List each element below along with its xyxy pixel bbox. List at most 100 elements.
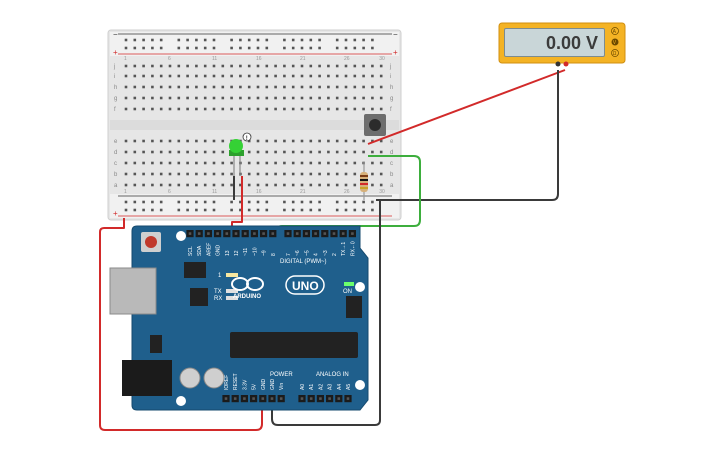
rail-hole[interactable] xyxy=(371,38,374,42)
rail-hole[interactable] xyxy=(230,46,233,50)
breadboard-hole[interactable] xyxy=(379,183,383,187)
rail-hole[interactable] xyxy=(230,200,233,204)
breadboard-hole[interactable] xyxy=(247,74,251,78)
breadboard-hole[interactable] xyxy=(212,107,216,111)
rail-hole[interactable] xyxy=(212,208,216,212)
rail-hole[interactable] xyxy=(291,208,295,212)
breadboard-hole[interactable] xyxy=(159,64,163,68)
breadboard-hole[interactable] xyxy=(309,85,313,89)
breadboard-hole[interactable] xyxy=(309,74,313,78)
breadboard-hole[interactable] xyxy=(247,150,251,154)
breadboard-hole[interactable] xyxy=(291,172,295,176)
breadboard-hole[interactable] xyxy=(159,74,163,78)
rail-hole[interactable] xyxy=(203,46,207,50)
breadboard-hole[interactable] xyxy=(379,64,383,68)
breadboard-hole[interactable] xyxy=(221,74,225,78)
breadboard-hole[interactable] xyxy=(133,183,137,187)
breadboard-hole[interactable] xyxy=(265,150,269,154)
breadboard-hole[interactable] xyxy=(371,172,374,176)
breadboard-hole[interactable] xyxy=(159,107,163,111)
breadboard-hole[interactable] xyxy=(177,64,181,68)
breadboard-hole[interactable] xyxy=(151,74,154,78)
breadboard-hole[interactable] xyxy=(168,107,172,111)
breadboard-hole[interactable] xyxy=(203,64,207,68)
breadboard-hole[interactable] xyxy=(353,64,357,68)
breadboard-hole[interactable] xyxy=(291,96,295,100)
breadboard-hole[interactable] xyxy=(265,139,269,143)
breadboard-hole[interactable] xyxy=(221,139,225,143)
breadboard-hole[interactable] xyxy=(344,107,348,111)
breadboard-hole[interactable] xyxy=(291,64,295,68)
rail-hole[interactable] xyxy=(353,46,357,50)
breadboard-hole[interactable] xyxy=(142,183,145,187)
breadboard-hole[interactable] xyxy=(353,139,357,143)
breadboard-hole[interactable] xyxy=(327,183,330,187)
breadboard-hole[interactable] xyxy=(151,96,154,100)
breadboard-hole[interactable] xyxy=(151,161,154,165)
rail-hole[interactable] xyxy=(203,38,207,42)
breadboard-hole[interactable] xyxy=(230,183,233,187)
breadboard-hole[interactable] xyxy=(309,161,313,165)
breadboard-hole[interactable] xyxy=(168,150,172,154)
breadboard-hole[interactable] xyxy=(362,150,365,154)
breadboard-hole[interactable] xyxy=(195,96,198,100)
breadboard-hole[interactable] xyxy=(142,64,145,68)
breadboard-hole[interactable] xyxy=(221,150,225,154)
breadboard-hole[interactable] xyxy=(168,96,172,100)
resistor[interactable] xyxy=(360,162,368,200)
rail-hole[interactable] xyxy=(309,38,313,42)
breadboard-hole[interactable] xyxy=(283,85,286,89)
rail-hole[interactable] xyxy=(159,38,163,42)
breadboard-hole[interactable] xyxy=(353,183,357,187)
breadboard-hole[interactable] xyxy=(353,150,357,154)
breadboard-hole[interactable] xyxy=(274,172,277,176)
breadboard-hole[interactable] xyxy=(221,183,225,187)
breadboard-hole[interactable] xyxy=(133,161,137,165)
breadboard-hole[interactable] xyxy=(168,64,172,68)
breadboard-hole[interactable] xyxy=(265,85,269,89)
breadboard-hole[interactable] xyxy=(186,161,189,165)
breadboard-hole[interactable] xyxy=(353,74,357,78)
breadboard-hole[interactable] xyxy=(274,107,277,111)
breadboard-hole[interactable] xyxy=(186,64,189,68)
breadboard-hole[interactable] xyxy=(212,161,216,165)
breadboard-hole[interactable] xyxy=(344,150,348,154)
breadboard-hole[interactable] xyxy=(265,64,269,68)
breadboard-hole[interactable] xyxy=(371,64,374,68)
rail-hole[interactable] xyxy=(309,46,313,50)
breadboard-hole[interactable] xyxy=(142,161,145,165)
breadboard-hole[interactable] xyxy=(177,74,181,78)
rail-hole[interactable] xyxy=(283,46,286,50)
rail-hole[interactable] xyxy=(151,46,154,50)
rail-hole[interactable] xyxy=(247,200,251,204)
breadboard-hole[interactable] xyxy=(168,183,172,187)
breadboard-hole[interactable] xyxy=(133,64,137,68)
breadboard-hole[interactable] xyxy=(379,96,383,100)
breadboard-hole[interactable] xyxy=(256,85,260,89)
rail-hole[interactable] xyxy=(335,208,339,212)
breadboard-hole[interactable] xyxy=(186,96,189,100)
breadboard-hole[interactable] xyxy=(300,150,304,154)
breadboard-hole[interactable] xyxy=(379,74,383,78)
breadboard-hole[interactable] xyxy=(221,96,225,100)
breadboard-hole[interactable] xyxy=(274,64,277,68)
arduino-uno-board[interactable]: 1 TX RX ON ARDUINO UNO DIGITAL (PWM~) PO… xyxy=(109,225,369,411)
breadboard-hole[interactable] xyxy=(247,107,251,111)
breadboard-hole[interactable] xyxy=(353,85,357,89)
breadboard-hole[interactable] xyxy=(300,96,304,100)
rail-hole[interactable] xyxy=(239,208,242,212)
rail-hole[interactable] xyxy=(212,38,216,42)
rail-hole[interactable] xyxy=(177,38,181,42)
breadboard-hole[interactable] xyxy=(142,172,145,176)
rail-hole[interactable] xyxy=(353,38,357,42)
breadboard-hole[interactable] xyxy=(212,96,216,100)
rail-hole[interactable] xyxy=(212,200,216,204)
breadboard-hole[interactable] xyxy=(344,96,348,100)
breadboard-hole[interactable] xyxy=(203,172,207,176)
rail-hole[interactable] xyxy=(159,208,163,212)
breadboard-hole[interactable] xyxy=(230,172,233,176)
breadboard-hole[interactable] xyxy=(379,172,383,176)
